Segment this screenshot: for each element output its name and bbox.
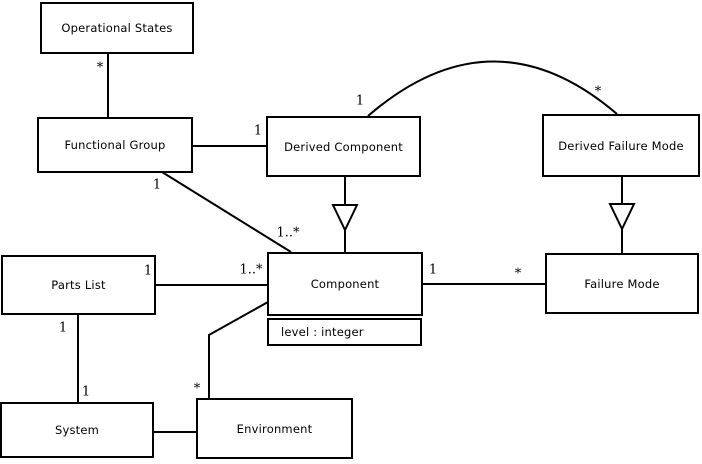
multiplicity-label: 1 xyxy=(152,177,162,193)
class-derived-component: Derived Component xyxy=(266,116,421,177)
multiplicity-label: 1..* xyxy=(276,225,300,241)
class-functional-group: Functional Group xyxy=(37,117,193,173)
class-name: Failure Mode xyxy=(584,276,660,291)
edge-component-environment xyxy=(208,301,269,398)
multiplicity-label: * xyxy=(96,60,104,76)
multiplicity-label: 1 xyxy=(428,262,438,278)
class-derived-failure-mode: Derived Failure Mode xyxy=(542,114,700,177)
class-name: Component xyxy=(310,277,380,291)
multiplicity-label: * xyxy=(594,84,602,100)
multiplicity-label: 1 xyxy=(143,263,153,279)
class-name: Functional Group xyxy=(64,138,166,152)
class-operational-states: Operational States xyxy=(40,2,194,54)
edge-derived-component-derived-failure-mode-arc xyxy=(367,60,618,117)
multiplicity-label: * xyxy=(514,266,522,282)
multiplicity-label: 1 xyxy=(81,384,91,400)
generalization-triangle-icon xyxy=(331,204,359,233)
class-system: System xyxy=(0,402,154,458)
class-component: Component xyxy=(267,252,423,316)
class-name: Derived Failure Mode xyxy=(558,138,684,153)
edge-functional-group-component xyxy=(161,171,292,253)
multiplicity-label: 1 xyxy=(355,93,365,109)
class-name: System xyxy=(54,423,100,437)
class-environment: Environment xyxy=(196,398,353,459)
class-name: Operational States xyxy=(61,21,173,35)
class-name: Environment xyxy=(236,421,313,436)
class-parts-list: Parts List xyxy=(1,255,156,315)
class-name: Derived Component xyxy=(284,139,403,154)
multiplicity-label: 1..* xyxy=(239,262,263,278)
attribute-text: level : integer xyxy=(281,325,364,339)
multiplicity-label: * xyxy=(193,381,201,397)
class-name: Parts List xyxy=(51,278,106,292)
multiplicity-label: 1 xyxy=(253,123,263,139)
multiplicity-label: 1 xyxy=(58,320,68,336)
class-failure-mode: Failure Mode xyxy=(545,253,699,314)
generalization-triangle-icon xyxy=(608,203,636,232)
class-component-attributes: level : integer xyxy=(267,318,422,346)
